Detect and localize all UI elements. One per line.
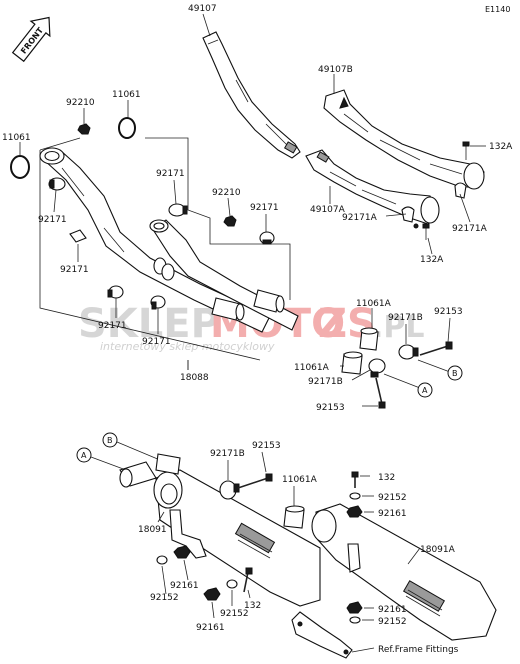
label-11061a-muffler: 11061A bbox=[282, 475, 318, 485]
label-11061a-upper: 11061A bbox=[356, 299, 392, 309]
label-11061-top: 11061 bbox=[112, 90, 141, 100]
label-92153-lower: 92153 bbox=[316, 403, 345, 413]
label-92210-mid: 92210 bbox=[212, 188, 241, 198]
label-92161-left: 92161 bbox=[170, 581, 199, 591]
clamp-92171b-muffler bbox=[219, 480, 240, 500]
diagram-code: E1140 bbox=[485, 5, 510, 14]
label-11061-left: 11061 bbox=[2, 133, 31, 143]
label-92171-upper-right: 92171 bbox=[250, 203, 279, 213]
washer-92152-right-upper bbox=[349, 492, 361, 500]
gasket-11061a-upper bbox=[359, 327, 379, 351]
callout-a-lower: A bbox=[76, 447, 92, 463]
bolt-132-lower-left bbox=[243, 567, 253, 593]
callout-b-upper: B bbox=[447, 365, 463, 381]
label-132-lower-left: 132 bbox=[244, 601, 261, 611]
label-11061a-lower: 11061A bbox=[294, 363, 330, 373]
label-132a-upper: 132A bbox=[489, 142, 513, 152]
clamp-92171b-upper bbox=[398, 344, 419, 360]
bolt-132-right bbox=[351, 471, 359, 488]
clamp-92171b-lower bbox=[368, 358, 386, 378]
heat-shield-49107 bbox=[202, 31, 301, 159]
label-92171-front-lower: 92171 bbox=[60, 265, 89, 275]
heat-shield-49107b bbox=[323, 89, 485, 190]
gasket-11061a-muffler bbox=[283, 505, 305, 529]
gasket-11061-top bbox=[118, 117, 136, 139]
label-92171b-upper: 92171B bbox=[388, 313, 423, 323]
bolt-132a-upper bbox=[462, 141, 470, 160]
label-92161-right-lower: 92161 bbox=[378, 605, 407, 615]
label-92171-lower-left: 92171 bbox=[98, 321, 127, 331]
label-92171b-lower: 92171B bbox=[308, 377, 343, 387]
muffler-18091a bbox=[311, 503, 497, 641]
gasket-11061-left bbox=[10, 155, 30, 179]
clamp-92171-upper-right bbox=[259, 231, 275, 245]
label-92171-upper-mid: 92171 bbox=[156, 169, 185, 179]
nut-92161-left bbox=[173, 545, 191, 559]
label-18091: 18091 bbox=[138, 525, 167, 535]
bolt-92153-muffler bbox=[237, 473, 273, 489]
washer-92152-lower-left bbox=[226, 579, 238, 589]
washer-92152-right-lower bbox=[349, 616, 361, 624]
label-92152-left: 92152 bbox=[150, 593, 179, 603]
clamp-92171-lower-left bbox=[107, 285, 124, 299]
bolt-92153-lower bbox=[375, 377, 386, 409]
label-18091a: 18091A bbox=[420, 545, 456, 555]
heat-shield-49107a bbox=[305, 149, 440, 225]
label-92152-lower-left: 92152 bbox=[220, 609, 249, 619]
part-labels: 49107 49107B 132A 49107A 92171A 92171A 1… bbox=[2, 4, 513, 655]
watermark-tagline: internetowy sklep motocyklowy bbox=[100, 340, 275, 353]
muffler-bracket-18091a bbox=[347, 543, 361, 573]
label-49107a: 49107A bbox=[310, 205, 346, 215]
label-132a-lower: 132A bbox=[420, 255, 444, 265]
label-92210-upper: 92210 bbox=[66, 98, 95, 108]
watermark-brand-suffix: .PL bbox=[372, 310, 425, 345]
label-ref-frame-fittings: Ref.Frame Fittings bbox=[378, 645, 459, 655]
label-92171a-right: 92171A bbox=[452, 224, 488, 234]
clamp-92171a-left bbox=[401, 206, 419, 229]
pipe-joint-middle bbox=[153, 257, 175, 281]
clamp-92171-upper-mid bbox=[168, 203, 188, 217]
bolt-132a-lower bbox=[422, 223, 430, 240]
clamp-92171a-right bbox=[454, 182, 467, 199]
nut-92161-right-lower bbox=[346, 601, 363, 614]
leader-lines bbox=[19, 13, 486, 653]
nut-92210-mid bbox=[223, 215, 237, 227]
label-49107b: 49107B bbox=[318, 65, 353, 75]
muffler-18091 bbox=[119, 453, 321, 607]
label-92171b-muffler: 92171B bbox=[210, 449, 245, 459]
clamp-92171-front-upper bbox=[48, 177, 66, 191]
callout-a-lower-label: A bbox=[81, 451, 87, 460]
label-92153-upper: 92153 bbox=[434, 307, 463, 317]
nut-92161-right-upper bbox=[346, 505, 363, 518]
callout-a-upper: A bbox=[417, 382, 433, 398]
gasket-11061a-lower bbox=[341, 351, 363, 375]
label-92152-right-lower: 92152 bbox=[378, 617, 407, 627]
clamp-92171-front-lower bbox=[69, 229, 87, 243]
label-92171a-left: 92171A bbox=[342, 213, 378, 223]
label-49107: 49107 bbox=[188, 4, 217, 14]
label-92171-front: 92171 bbox=[38, 215, 67, 225]
washer-92152-left bbox=[156, 555, 168, 565]
label-92171-lower-mid: 92171 bbox=[142, 337, 171, 347]
label-92161-lower-left: 92161 bbox=[196, 623, 225, 633]
nut-92210-upper bbox=[77, 123, 91, 135]
callout-b-lower: B bbox=[102, 432, 118, 448]
callout-a-upper-label: A bbox=[422, 386, 428, 395]
label-92161-right-upper: 92161 bbox=[378, 509, 407, 519]
front-arrow-icon: FRONT bbox=[11, 16, 51, 63]
frame-fitting-bracket bbox=[291, 611, 353, 659]
bolt-92153-upper bbox=[419, 341, 453, 356]
label-92152-right-upper: 92152 bbox=[378, 493, 407, 503]
label-92153-muffler: 92153 bbox=[252, 441, 281, 451]
pipe-sleeve-lower bbox=[211, 297, 245, 321]
watermark-brand-left: SKLEP bbox=[78, 301, 220, 347]
label-18088: 18088 bbox=[180, 373, 209, 383]
nut-92161-lower-left bbox=[203, 587, 221, 601]
callout-b-upper-label: B bbox=[452, 369, 458, 378]
muffler-bracket-18091 bbox=[169, 509, 207, 559]
pipe-sleeve-upper bbox=[253, 289, 285, 313]
callout-b-lower-label: B bbox=[107, 436, 113, 445]
label-132-right: 132 bbox=[378, 473, 395, 483]
